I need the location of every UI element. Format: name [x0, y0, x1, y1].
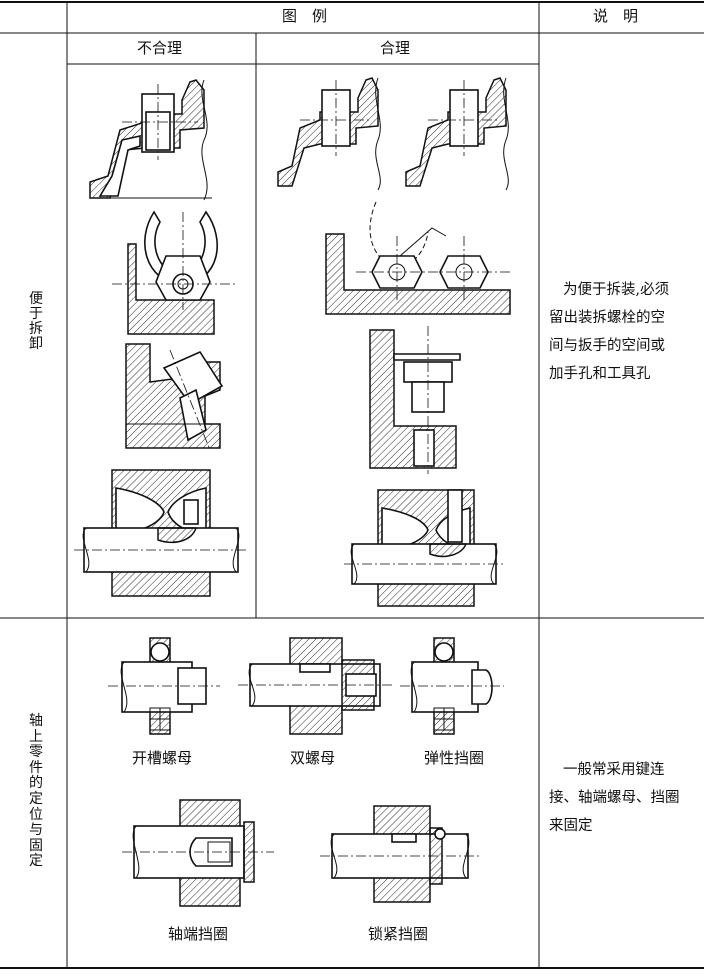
figure-bad-tilted-bolt — [125, 343, 224, 451]
category-char: 卸 — [29, 336, 43, 352]
section1-category: 便 于 拆 卸 — [28, 292, 44, 352]
figure-shaft-end-washer — [122, 799, 274, 907]
note-line: 接、轴端螺母、挡圈 — [549, 790, 680, 806]
category-char: 于 — [29, 306, 43, 322]
note-line: 一般常采用键连 — [563, 762, 665, 778]
figure-double-nut — [238, 637, 392, 735]
header-figure: 图 例 — [282, 7, 328, 25]
figure-locking-ring — [320, 805, 480, 903]
subheader-good: 合理 — [380, 39, 411, 57]
section1-note: 为便于拆装,必须 留出装拆螺栓的空 间与扳手的空间或 加手孔和工具孔 — [549, 276, 669, 388]
category-char: 与 — [29, 822, 43, 839]
figure-good-bracket-bolt-b — [405, 77, 509, 191]
figure-good-shaft-collar — [344, 489, 506, 607]
note-line: 来固定 — [549, 818, 593, 834]
caption-locking-ring: 锁紧挡圈 — [368, 925, 429, 943]
section2-category: 轴 上 零 件 的 定 位 与 固 定 — [28, 713, 44, 870]
category-char: 便 — [29, 291, 43, 307]
category-char: 的 — [29, 775, 43, 792]
category-char: 固 — [29, 837, 43, 854]
subheader-bad: 不合理 — [137, 39, 183, 57]
category-char: 零 — [29, 744, 43, 761]
note-line: 间与扳手的空间或 — [549, 338, 665, 354]
category-char: 定 — [29, 853, 43, 870]
category-char: 位 — [29, 806, 43, 823]
note-line: 加手孔和工具孔 — [549, 366, 651, 382]
figure-good-hand-hole — [369, 326, 461, 474]
note-line: 为便于拆装,必须 — [563, 282, 670, 298]
caption-slotted-nut: 开槽螺母 — [132, 749, 193, 767]
category-char: 轴 — [29, 713, 43, 729]
category-char: 件 — [29, 759, 43, 776]
figure-good-bracket-bolt-a — [277, 77, 381, 191]
figure-spring-ring — [400, 637, 504, 735]
note-line: 留出装拆螺栓的空 — [549, 310, 665, 326]
figure-good-wrench-space — [325, 201, 511, 315]
figure-bad-shaft-collar — [74, 469, 248, 597]
figure-bad-wrench — [112, 210, 236, 335]
category-char: 拆 — [29, 321, 43, 337]
caption-double-nut: 双螺母 — [290, 749, 336, 767]
figure-slotted-nut — [108, 637, 220, 735]
category-char: 定 — [29, 790, 43, 807]
section2-note: 一般常采用键连 接、轴端螺母、挡圈 来固定 — [549, 756, 680, 840]
caption-spring-ring: 弹性挡圈 — [424, 749, 485, 767]
category-char: 上 — [29, 728, 43, 745]
header-note: 说 明 — [593, 7, 639, 25]
caption-shaft-end-washer: 轴端挡圈 — [168, 925, 229, 943]
figure-bad-bracket-bolt — [89, 79, 212, 201]
